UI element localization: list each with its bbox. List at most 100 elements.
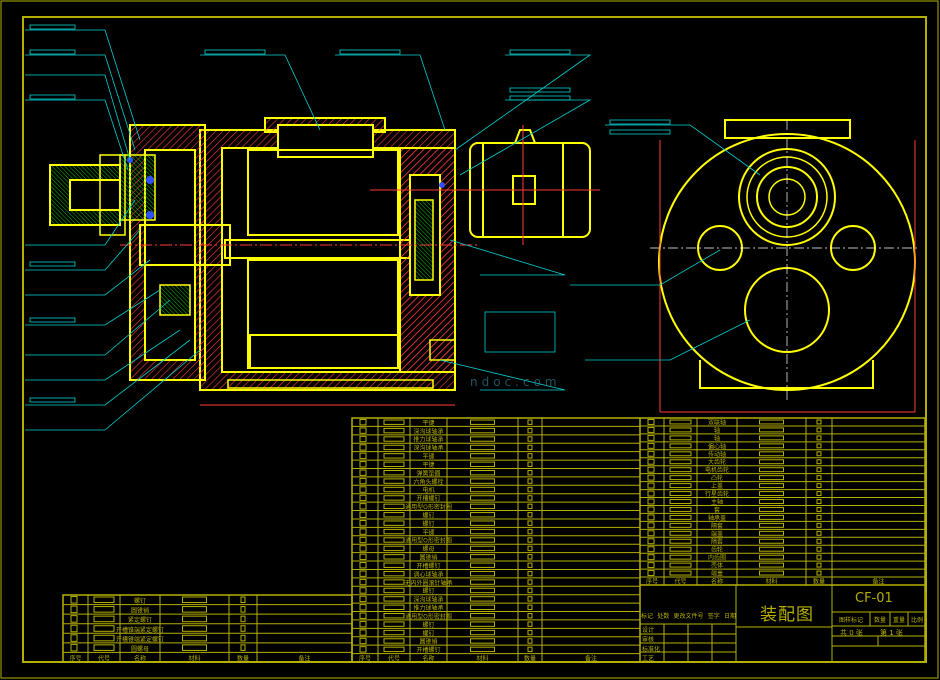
item-number-mark	[359, 637, 367, 645]
item-number-mark	[70, 596, 78, 604]
item-number-mark	[359, 503, 367, 510]
table-row: 通用型O形密封圈	[359, 612, 533, 620]
part-name: 调心球轴承	[413, 570, 443, 578]
table-row: 端盖	[647, 530, 822, 538]
part-name: 弹簧垫圈	[416, 469, 440, 477]
code-mark	[669, 530, 692, 536]
quantity-mark	[527, 503, 533, 510]
code-mark	[383, 570, 405, 577]
code-mark	[669, 562, 692, 568]
table-row: 开槽锥端紧定螺钉	[70, 634, 246, 643]
material-mark	[759, 459, 784, 465]
quantity-mark	[816, 467, 822, 473]
part-name: 通用型O形密封圈	[405, 503, 452, 511]
part-name: 螺钉	[134, 597, 146, 605]
part-name: 螺钉	[422, 587, 434, 595]
table-row: 六角头螺栓	[359, 478, 533, 486]
table-header-4: 数量	[524, 655, 536, 663]
table-row: 深沟球轴承	[359, 595, 533, 604]
section-view	[49, 117, 600, 406]
part-name: 套	[714, 506, 720, 514]
quantity-mark	[527, 495, 533, 501]
table-row: 圆螺母	[70, 643, 246, 653]
item-number-mark	[359, 519, 367, 527]
material-mark	[470, 436, 495, 442]
material-mark	[470, 486, 495, 493]
table-row: 双联轴	[647, 418, 822, 426]
item-number-mark	[647, 514, 655, 521]
item-number-mark	[359, 444, 367, 451]
material-mark	[759, 467, 784, 473]
quantity-mark	[816, 427, 822, 433]
item-number-mark	[359, 435, 367, 443]
part-name: 六角头螺栓	[413, 478, 443, 486]
quantity-mark	[240, 615, 246, 623]
code-mark	[669, 475, 692, 481]
quantity-mark	[527, 528, 533, 535]
item-number-mark	[647, 522, 655, 529]
part-name: 开槽锥端紧定螺钉	[116, 635, 164, 643]
part-name: 大齿轮	[708, 458, 726, 466]
quantity-mark	[527, 621, 533, 627]
material-mark	[182, 596, 207, 604]
table-row: 开槽螺钉	[359, 495, 533, 503]
material-mark	[182, 615, 207, 623]
quantity-mark	[240, 606, 246, 613]
material-mark	[470, 596, 495, 602]
table-row: 通用型O形密封圈	[359, 537, 533, 545]
code-mark	[383, 486, 405, 493]
code-mark	[383, 453, 405, 459]
table-row: 套	[647, 506, 822, 514]
part-name: 端盖	[711, 530, 723, 538]
part-name: 电机齿轮	[705, 466, 729, 474]
table-row: 凸轮	[647, 474, 822, 482]
item-number-mark	[359, 511, 367, 518]
part-name: 电机	[422, 486, 434, 494]
quantity-mark	[816, 419, 822, 425]
item-number-mark	[70, 643, 78, 652]
table-row: 内齿圈	[647, 554, 822, 562]
material-mark	[759, 499, 784, 504]
item-number-mark	[647, 458, 655, 465]
table-row: 平键	[359, 528, 533, 536]
title-attr-header: 图样标记	[839, 616, 863, 624]
table-row: 深沟球轴承	[359, 427, 533, 435]
code-mark	[383, 596, 405, 602]
table-row: 通用型O形密封圈	[359, 503, 533, 511]
title-role-2: 标准化	[642, 645, 660, 653]
table-row: 开槽螺钉	[359, 646, 533, 654]
item-number-mark	[359, 452, 367, 460]
item-number-mark	[359, 528, 367, 535]
table-row: 平键	[359, 452, 533, 461]
part-name: 端盖	[711, 570, 723, 578]
drawing-title: 装配图	[760, 605, 814, 625]
table-row: 圆锥销	[359, 637, 533, 646]
parts-tables: 平键深沟球轴承推力球轴承深沟球轴承平键平键弹簧垫圈六角头螺栓电机开槽螺钉通用型O…	[63, 418, 925, 663]
item-number-mark	[359, 629, 367, 636]
item-number-mark	[359, 427, 367, 434]
code-mark	[383, 562, 405, 568]
title-role-3: 工艺	[642, 655, 654, 663]
part-name: 行星齿轮	[705, 490, 729, 498]
item-number-mark	[359, 570, 367, 577]
table-row: 传动轴	[647, 450, 822, 458]
code-mark	[383, 427, 405, 434]
table-row: 轴承盖	[647, 514, 822, 522]
material-mark	[182, 625, 207, 632]
table-row: 开槽锥端紧定螺钉	[70, 624, 246, 634]
code-mark	[383, 545, 405, 552]
item-number-mark	[359, 595, 367, 603]
table-header-3: 材料	[476, 655, 488, 663]
part-name: 推力球轴承	[413, 604, 443, 612]
table-header-2: 名称	[711, 578, 723, 586]
item-number-mark	[647, 546, 655, 553]
table-row: 轴	[647, 434, 822, 442]
material-mark	[759, 491, 784, 497]
table-row: 紧定螺钉	[70, 615, 246, 624]
title-role-0: 设计	[642, 626, 654, 634]
code-mark	[383, 638, 405, 644]
table-row: 轴	[647, 426, 822, 434]
code-mark	[383, 503, 405, 510]
code-mark	[669, 506, 692, 512]
part-name: 平键	[422, 528, 434, 536]
